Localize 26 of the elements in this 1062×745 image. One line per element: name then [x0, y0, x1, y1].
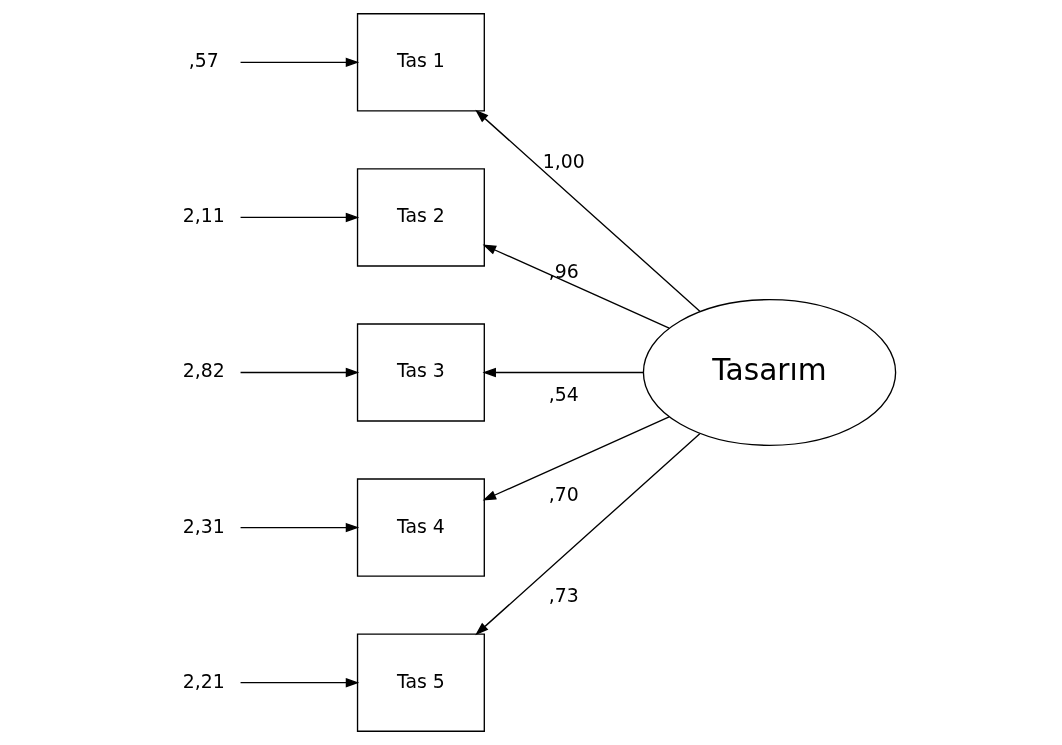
arrow — [474, 433, 700, 636]
node-text: 2,21 — [182, 669, 225, 692]
arrow — [239, 522, 359, 533]
arrow — [481, 367, 644, 378]
node-text: 2,31 — [182, 514, 225, 537]
edge-label: ,73 — [548, 584, 579, 607]
node-box: Tas 3 — [356, 323, 485, 422]
arrow — [239, 367, 359, 378]
arrow — [239, 57, 359, 68]
arrow — [482, 416, 670, 501]
arrow — [474, 109, 700, 312]
edge-label: ,96 — [548, 260, 579, 283]
edge-label: ,54 — [548, 383, 579, 406]
node-box: Tas 2 — [356, 168, 485, 267]
edge-label: 1,00 — [542, 149, 585, 172]
arrow — [239, 677, 359, 688]
node-text: ,57 — [188, 49, 219, 72]
node-box: Tas 5 — [356, 633, 485, 732]
arrow — [482, 244, 670, 329]
arrow — [239, 212, 359, 223]
node-text: 2,11 — [182, 204, 225, 227]
node-ellipse: Tasarım — [642, 299, 896, 446]
node-box: Tas 4 — [356, 478, 485, 577]
edge-label: ,70 — [548, 482, 579, 505]
node-text: 2,82 — [182, 359, 225, 382]
node-box: Tas 1 — [356, 13, 485, 112]
